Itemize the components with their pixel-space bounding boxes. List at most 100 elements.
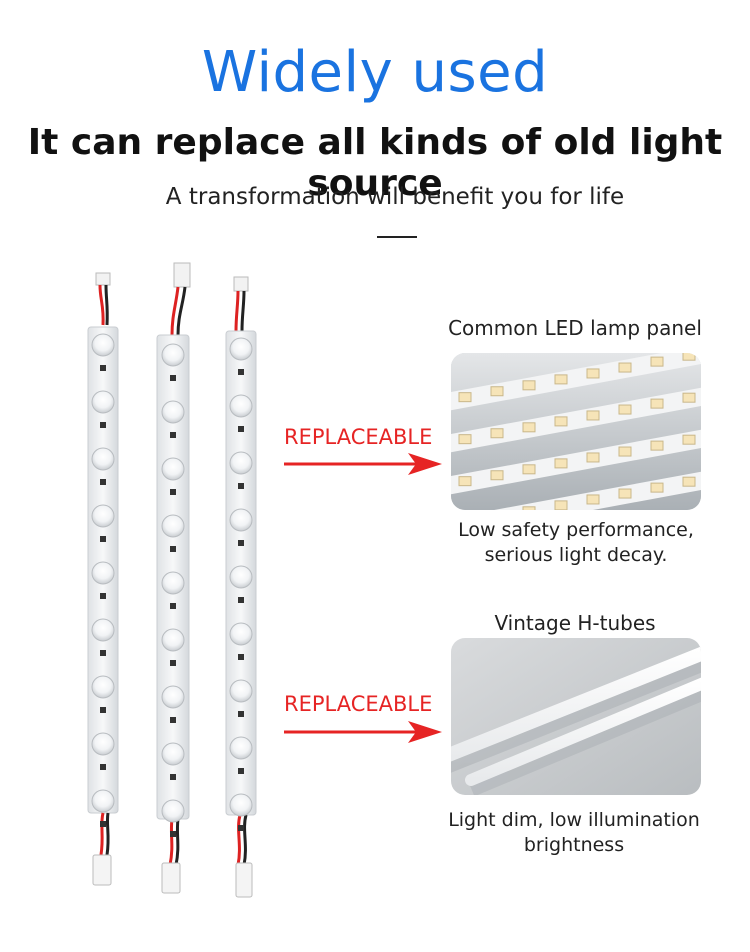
led-chip <box>161 742 185 766</box>
led-panel-chip <box>586 452 600 463</box>
led-chip <box>91 789 115 813</box>
led-panel-strip <box>451 353 701 411</box>
led-panel-chip <box>554 374 568 385</box>
resistor <box>100 479 106 485</box>
led-chip <box>91 561 115 585</box>
led-strips-image <box>87 262 257 898</box>
resistor <box>100 821 106 827</box>
led-chip <box>161 457 185 481</box>
resistor <box>100 593 106 599</box>
led-chip <box>161 400 185 424</box>
resistor <box>170 546 176 552</box>
led-chip <box>91 504 115 528</box>
led-panel-chip <box>554 416 568 427</box>
resistor <box>100 707 106 713</box>
replaceable-label-1: REPLACEABLE <box>284 425 433 449</box>
led-chip <box>229 337 253 361</box>
led-panel-chip <box>682 392 696 403</box>
led-panel-chip <box>522 422 536 433</box>
resistor <box>170 489 176 495</box>
resistor <box>238 654 244 660</box>
caption-1: Low safety performance, serious light de… <box>426 518 726 568</box>
led-panel-chip <box>586 494 600 505</box>
caption-2-line-1: Light dim, low illumination <box>448 809 700 831</box>
led-panel-chip <box>522 464 536 475</box>
resistor <box>238 768 244 774</box>
led-panel-chip <box>554 500 568 510</box>
arrow-right-icon <box>284 453 442 475</box>
product-name-2: Vintage H-tubes <box>494 611 656 635</box>
led-panel-photo <box>451 353 701 510</box>
led-panel-chip <box>458 476 472 487</box>
resistor <box>238 426 244 432</box>
led-chip <box>91 732 115 756</box>
resistor <box>238 825 244 831</box>
led-panel-chip <box>618 488 632 499</box>
page-title: Widely used <box>201 40 549 105</box>
led-panel-chip <box>490 428 504 439</box>
resistor <box>100 536 106 542</box>
led-chip <box>161 685 185 709</box>
led-panel-chip <box>618 446 632 457</box>
page-tagline: A transformation will benefit you for li… <box>165 184 625 210</box>
led-chip <box>229 736 253 760</box>
led-panel-strip <box>451 387 701 453</box>
led-panel-chip <box>586 410 600 421</box>
resistor <box>170 774 176 780</box>
resistor <box>100 365 106 371</box>
resistor <box>170 375 176 381</box>
led-chip <box>161 514 185 538</box>
led-panel-strip <box>451 429 701 495</box>
replaceable-label-2: REPLACEABLE <box>284 692 433 716</box>
led-panel-chip <box>650 398 664 409</box>
arrow-right-icon <box>284 721 442 743</box>
resistor <box>100 764 106 770</box>
led-panel-chip <box>490 470 504 481</box>
led-chip <box>91 618 115 642</box>
resistor <box>100 650 106 656</box>
led-panel-chip <box>618 404 632 415</box>
led-chip <box>229 622 253 646</box>
resistor <box>100 422 106 428</box>
led-panel-chip <box>682 476 696 487</box>
led-chip <box>161 799 185 823</box>
led-panel-strip <box>494 471 701 510</box>
divider <box>377 236 417 238</box>
led-panel-chip <box>682 434 696 445</box>
led-chip <box>161 343 185 367</box>
led-panel-chip <box>650 356 664 367</box>
led-chip <box>229 679 253 703</box>
led-chip <box>229 508 253 532</box>
led-chip <box>229 451 253 475</box>
resistor <box>238 711 244 717</box>
led-panel-chip <box>618 362 632 373</box>
led-panel-chip <box>650 440 664 451</box>
h-tube-photo <box>451 638 701 795</box>
led-chip <box>91 675 115 699</box>
resistor <box>170 717 176 723</box>
led-panel-chip <box>458 434 472 445</box>
caption-1-line-2: serious light decay. <box>484 544 668 566</box>
led-chip <box>229 394 253 418</box>
led-panel-chip <box>490 386 504 397</box>
led-chip <box>91 333 115 357</box>
resistor <box>238 369 244 375</box>
resistor <box>170 432 176 438</box>
led-panel-chip <box>458 392 472 403</box>
product-name-1: Common LED lamp panel <box>448 316 702 340</box>
caption-1-line-1: Low safety performance, <box>458 519 694 541</box>
led-panel-chip <box>586 368 600 379</box>
led-chip <box>229 565 253 589</box>
resistor <box>170 831 176 837</box>
caption-2-line-2: brightness <box>523 834 625 856</box>
resistor <box>238 483 244 489</box>
led-chip <box>161 628 185 652</box>
led-panel-chip <box>522 380 536 391</box>
led-panel-chip <box>554 458 568 469</box>
led-chip <box>91 447 115 471</box>
resistor <box>238 597 244 603</box>
page-subtitle: It can replace all kinds of old light so… <box>27 122 723 204</box>
resistor <box>170 603 176 609</box>
led-chip <box>161 571 185 595</box>
led-panel-chip <box>682 353 696 361</box>
